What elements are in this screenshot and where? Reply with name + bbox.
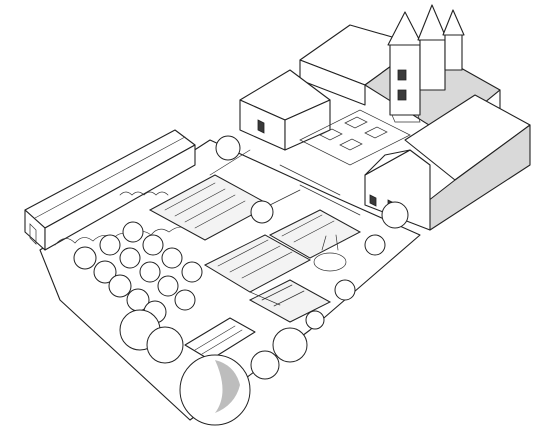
shrub-row-barn: [54, 191, 188, 246]
chateau-right-wing: [364, 94, 531, 231]
pavilion-hip-roof: [239, 69, 331, 151]
garden-bed-lower: [248, 279, 332, 323]
round-garden-feature: [313, 234, 347, 272]
scattered-trees: [215, 135, 409, 330]
greenhouse-frame: [184, 317, 256, 361]
orchard-trees: [73, 221, 203, 324]
long-barn-left: [24, 129, 196, 251]
courtyard-beds: [299, 109, 411, 166]
garden-paths: [209, 149, 361, 306]
chateau-towers: [387, 4, 465, 123]
garden-bed-right: [268, 209, 362, 259]
foreground-trees: [119, 309, 308, 426]
garden-bed-middle: [203, 234, 312, 293]
